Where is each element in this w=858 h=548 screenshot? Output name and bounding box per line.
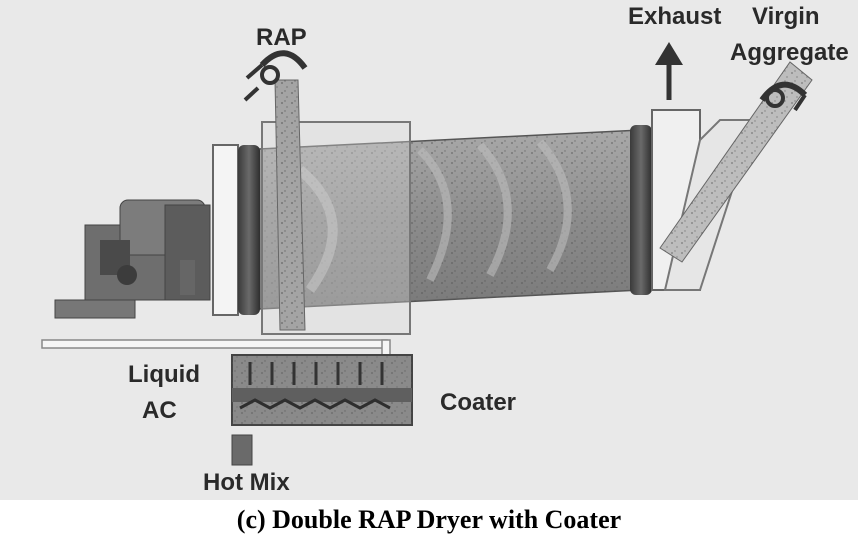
coater-mixer <box>231 354 413 466</box>
label-rap: RAP <box>256 24 307 51</box>
label-liquid: Liquid <box>128 361 200 388</box>
label-hot-mix: Hot Mix <box>203 469 290 496</box>
drum-ring-right <box>630 125 652 295</box>
label-exhaust: Exhaust <box>628 3 721 30</box>
burner-unit <box>54 199 211 319</box>
figure-caption: (c) Double RAP Dryer with Coater <box>236 505 622 534</box>
virgin-aggregate-conveyor <box>659 61 813 291</box>
rap-dryer-diagram: RAP Exhaust Virgin Aggregate Liquid AC C… <box>0 0 858 500</box>
label-coater: Coater <box>440 389 516 416</box>
label-virgin: Virgin <box>752 3 820 30</box>
dryer-drum <box>239 129 641 311</box>
drum-ring-left <box>238 145 260 315</box>
rap-feed-chute <box>243 50 308 331</box>
label-aggregate: Aggregate <box>730 39 849 66</box>
label-ac: AC <box>142 397 177 424</box>
burner-plate <box>212 144 239 316</box>
exhaust-arrow <box>655 42 683 100</box>
